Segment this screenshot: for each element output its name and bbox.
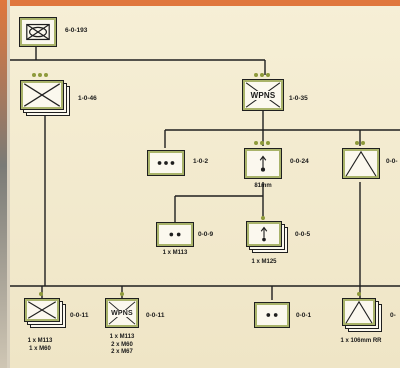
orange-border	[0, 0, 400, 6]
unit-code-mtr-sec2: 0-0-5	[295, 231, 311, 238]
unit-code-plt-a: 1-0-2	[193, 158, 209, 165]
unit-caption-inf-bl: 1 x M113 1 x M60	[22, 338, 58, 353]
antitank-icon	[345, 150, 377, 177]
caption-line: 2 x M60	[111, 341, 133, 348]
echelon-dots	[357, 292, 361, 297]
unit-caption-mtr-sec1: 1 x M113	[162, 250, 188, 256]
unit-code-mtr-sec1: 0-0-9	[198, 231, 214, 238]
unit-symbol-hq	[19, 17, 57, 47]
echelon-dots	[254, 141, 270, 146]
infantry-icon	[23, 83, 61, 107]
caption-line: 1 x M60	[29, 345, 51, 352]
unit-code-sec-br2: 0-	[390, 312, 396, 319]
unit-code-mortar: 0-0-24	[290, 158, 309, 165]
unit-symbol-mtr-sec2	[246, 221, 282, 247]
infantry-icon	[27, 301, 57, 319]
caption-line: 1 x M113	[27, 338, 53, 344]
wpns-text: WPNS	[249, 90, 277, 100]
unit-caption-mortar: 81mm	[254, 183, 272, 189]
caption-line: 1 x M113	[109, 334, 135, 340]
mounted-dots-icon	[169, 232, 181, 237]
unit-code-wpns-co: 1-0-35	[289, 95, 308, 102]
unit-symbol-at	[342, 148, 380, 179]
infantry-cross-icon	[26, 23, 50, 41]
echelon-dots	[355, 141, 365, 146]
unit-symbol-sec-br2	[342, 298, 376, 326]
echelon-dots	[254, 73, 270, 78]
unit-symbol-inf-bl	[24, 298, 60, 322]
unit-symbol-co-left	[20, 80, 64, 110]
mortar-icon	[260, 226, 268, 242]
unit-code-inf-bl: 0-0-11	[70, 312, 89, 319]
unit-code-co-left: 1-0-46	[78, 95, 97, 102]
unit-code-wpns-bl: 0-0-11	[146, 312, 165, 319]
unit-code-sec-br1: 0-0-1	[296, 312, 312, 319]
unit-symbol-wpns-co: WPNS	[242, 79, 284, 111]
echelon-dots	[39, 292, 43, 297]
antitank-icon	[345, 300, 373, 324]
unit-symbol-wpns-bl: WPNS	[105, 298, 139, 328]
caption-line: 2 x M67	[111, 349, 133, 355]
left-page-edge	[0, 0, 10, 368]
unit-symbol-sec-br1	[254, 302, 290, 328]
echelon-dots	[261, 216, 265, 221]
unit-symbol-mortar	[244, 148, 282, 179]
unit-symbol-plt-a	[147, 150, 185, 176]
unit-caption-mtr-sec2: 1 x M125	[251, 259, 277, 265]
unit-caption-wpns-bl: 1 x M113 2 x M60 2 x M67	[104, 334, 140, 357]
mounted-dots-icon	[157, 161, 175, 165]
echelon-dots	[32, 73, 48, 78]
mounted-dots-icon	[266, 313, 278, 317]
unit-symbol-mtr-sec1	[156, 222, 194, 247]
wpns-text: WPNS	[110, 309, 134, 317]
unit-code-at: 0-0-	[386, 158, 398, 165]
unit-caption-sec-br2: 1 x 106mm RR	[340, 338, 382, 344]
echelon-dots	[120, 292, 124, 297]
unit-code-hq: 6-0-193	[65, 27, 88, 34]
mortar-icon	[259, 155, 267, 172]
